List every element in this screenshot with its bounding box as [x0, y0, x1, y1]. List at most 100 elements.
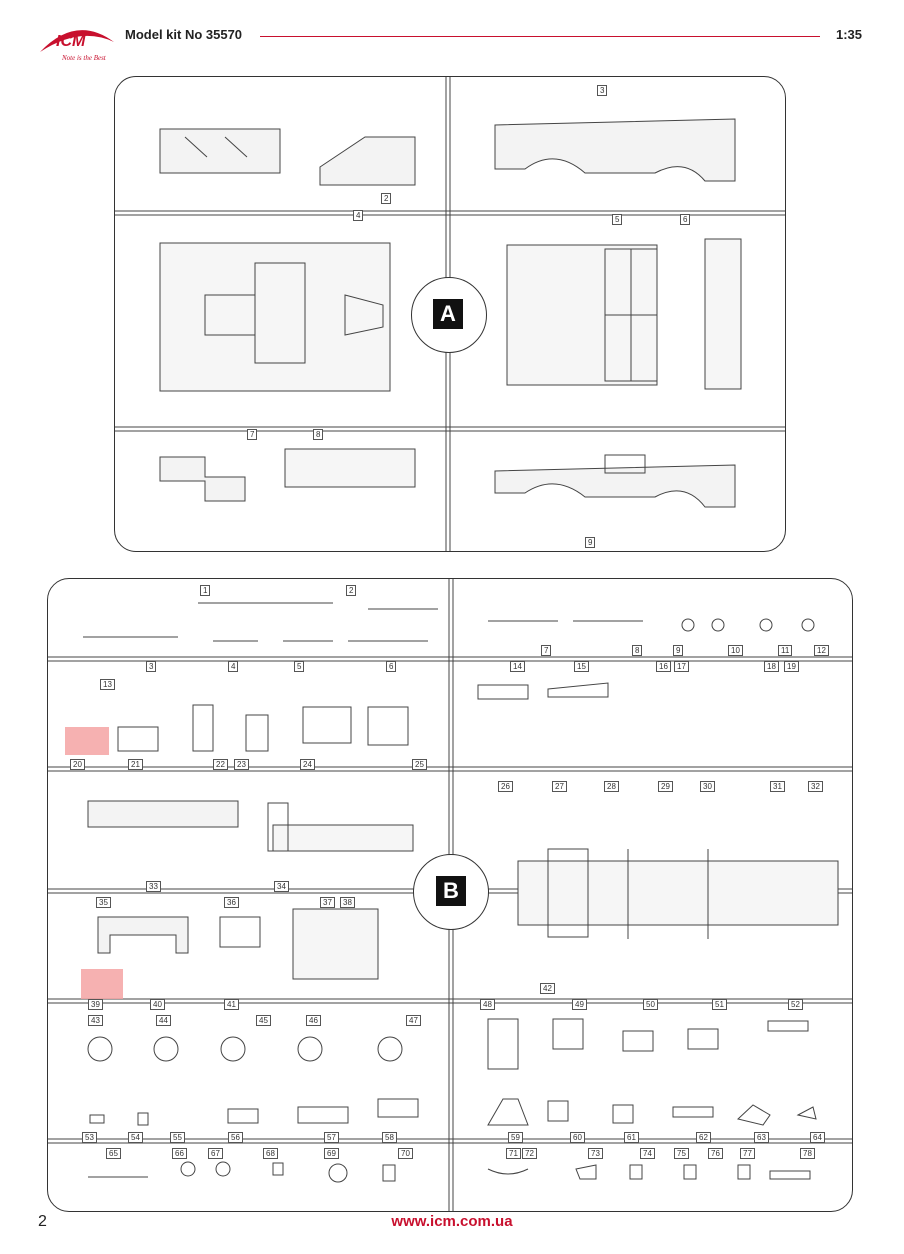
part-number: 4 [228, 661, 239, 672]
part-number: 48 [480, 999, 495, 1010]
part-number: 10 [728, 645, 743, 656]
part-number: 40 [150, 999, 165, 1010]
website-link[interactable]: www.icm.com.ua [391, 1213, 513, 1230]
sprue-a-frame: 4 2 3 5 6 7 8 9 A [114, 76, 786, 552]
sprue-b-frame: B 1 2 3 4 5 6 7 8 9 10 11 12 13 14 15 16… [47, 578, 853, 1212]
header-rule [260, 36, 820, 37]
part-number: 22 [213, 759, 228, 770]
part-number: 7 [541, 645, 552, 656]
part-number: 17 [674, 661, 689, 672]
icm-logo-graphic: ICM Note is the Best [40, 30, 114, 62]
sprue-b-drawing [48, 579, 852, 1211]
part-number: 64 [810, 1132, 825, 1143]
part-number: 45 [256, 1015, 271, 1026]
part-number: 8 [313, 429, 324, 440]
part-number: 46 [306, 1015, 321, 1026]
part-number: 12 [814, 645, 829, 656]
part-number: 77 [740, 1148, 755, 1159]
part-number: 27 [552, 781, 567, 792]
part-number: 75 [674, 1148, 689, 1159]
scale-label: 1:35 [835, 27, 862, 42]
highlighted-part-20 [65, 727, 109, 755]
part-number: 63 [754, 1132, 769, 1143]
part-number: 3 [146, 661, 157, 672]
part-number: 76 [708, 1148, 723, 1159]
part-number: 2 [346, 585, 357, 596]
svg-text:Note is the Best: Note is the Best [61, 54, 107, 62]
part-number: 9 [585, 537, 596, 548]
part-number: 69 [324, 1148, 339, 1159]
page-header: ICM Note is the Best Model kit No 35570 … [0, 0, 904, 70]
part-number: 18 [764, 661, 779, 672]
part-number: 24 [300, 759, 315, 770]
sprue-a-badge: A [433, 299, 463, 329]
part-number: 43 [88, 1015, 103, 1026]
part-number: 28 [604, 781, 619, 792]
part-number: 36 [224, 897, 239, 908]
part-number: 9 [673, 645, 684, 656]
part-number: 34 [274, 881, 289, 892]
sprue-b-badge: B [436, 876, 466, 906]
part-number: 62 [696, 1132, 711, 1143]
part-number: 5 [294, 661, 305, 672]
part-number: 41 [224, 999, 239, 1010]
part-number: 21 [128, 759, 143, 770]
part-number: 15 [574, 661, 589, 672]
part-number: 39 [88, 999, 103, 1010]
part-number: 78 [800, 1148, 815, 1159]
part-number: 53 [82, 1132, 97, 1143]
part-number: 54 [128, 1132, 143, 1143]
part-number: 31 [770, 781, 785, 792]
svg-text:ICM: ICM [56, 33, 86, 50]
part-number: 33 [146, 881, 161, 892]
part-number: 20 [70, 759, 85, 770]
part-number: 68 [263, 1148, 278, 1159]
part-number: 67 [208, 1148, 223, 1159]
part-number: 26 [498, 781, 513, 792]
part-number: 73 [588, 1148, 603, 1159]
part-number: 35 [96, 897, 111, 908]
part-number: 59 [508, 1132, 523, 1143]
part-number: 16 [656, 661, 671, 672]
part-number: 30 [700, 781, 715, 792]
part-number: 52 [788, 999, 803, 1010]
part-number: 4 [353, 210, 364, 221]
part-number: 38 [340, 897, 355, 908]
part-number: 19 [784, 661, 799, 672]
part-number: 60 [570, 1132, 585, 1143]
part-number: 11 [778, 645, 793, 656]
highlighted-part-39 [81, 969, 123, 999]
part-number: 7 [247, 429, 258, 440]
part-number: 66 [172, 1148, 187, 1159]
part-number: 14 [510, 661, 525, 672]
part-number: 70 [398, 1148, 413, 1159]
part-number: 61 [624, 1132, 639, 1143]
part-number: 32 [808, 781, 823, 792]
part-number: 65 [106, 1148, 121, 1159]
part-number: 44 [156, 1015, 171, 1026]
part-number: 72 [522, 1148, 537, 1159]
part-number: 42 [540, 983, 555, 994]
part-number: 49 [572, 999, 587, 1010]
part-number: 25 [412, 759, 427, 770]
part-number: 29 [658, 781, 673, 792]
part-number: 3 [597, 85, 608, 96]
sprue-a-drawing [115, 77, 785, 551]
part-number: 58 [382, 1132, 397, 1143]
icm-logo: ICM Note is the Best [36, 22, 116, 66]
part-number: 51 [712, 999, 727, 1010]
part-number: 55 [170, 1132, 185, 1143]
part-number: 47 [406, 1015, 421, 1026]
part-number: 8 [632, 645, 643, 656]
part-number: 2 [381, 193, 392, 204]
part-number: 23 [234, 759, 249, 770]
part-number: 37 [320, 897, 335, 908]
page-number: 2 [38, 1213, 47, 1230]
part-number: 50 [643, 999, 658, 1010]
part-number: 6 [680, 214, 691, 225]
part-number: 74 [640, 1148, 655, 1159]
part-number: 56 [228, 1132, 243, 1143]
part-number: 57 [324, 1132, 339, 1143]
part-number: 5 [612, 214, 623, 225]
part-number: 1 [200, 585, 211, 596]
